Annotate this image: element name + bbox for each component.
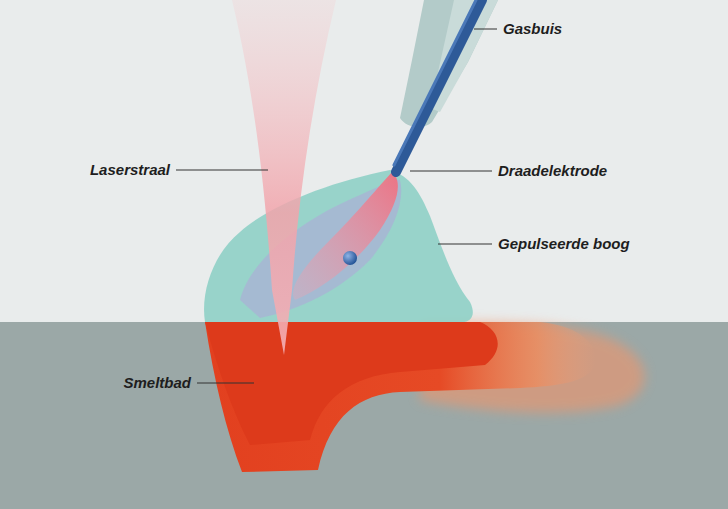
leader-line xyxy=(438,244,492,245)
wire-electrode-highlight xyxy=(394,0,476,165)
laser-beam xyxy=(232,0,336,355)
leader-lines xyxy=(176,29,497,383)
leader-line xyxy=(410,171,492,172)
gas-nozzle-highlight xyxy=(430,0,498,112)
workpiece xyxy=(0,322,728,509)
air-background xyxy=(0,0,728,322)
arc-plume xyxy=(204,170,473,322)
part-label: Gepulseerde boog xyxy=(498,235,630,253)
part-label: Smeltbad xyxy=(123,374,191,392)
wire-electrode xyxy=(396,0,482,172)
arc-core xyxy=(293,172,398,300)
part-label: Draadelektrode xyxy=(498,162,607,180)
part-label: Gasbuis xyxy=(503,20,562,38)
leader-line xyxy=(176,170,268,171)
leader-line xyxy=(474,29,497,30)
part-label: Laserstraal xyxy=(90,161,170,179)
metal-droplet xyxy=(343,251,357,265)
melt-pool xyxy=(205,322,596,472)
leader-line xyxy=(197,383,254,384)
